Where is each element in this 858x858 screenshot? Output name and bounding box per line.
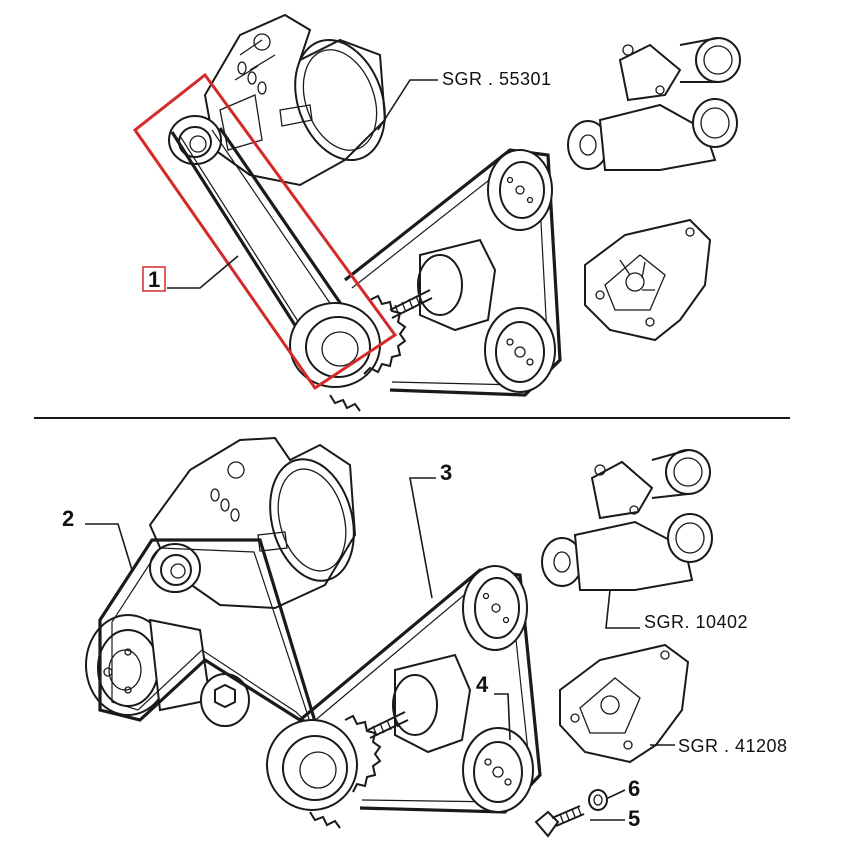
tensioner-bottom [367,653,472,754]
belt-1 [170,127,347,335]
callout-3[interactable]: 3 [409,460,452,599]
power-steering-pump-top [584,218,712,342]
crankshaft-pulley-bottom [266,714,382,829]
callout-5[interactable]: 5 [590,806,640,831]
alternator-pulley-bottom [149,543,201,593]
callout-4-number: 4 [476,672,489,697]
callout-3-number: 3 [440,460,452,485]
reference-sgr-55301[interactable]: SGR . 55301 [377,69,552,131]
washer-part-6 [588,789,608,811]
alternator-bottom [148,436,357,610]
crankshaft-pulley-top [289,294,407,412]
bottom-assembly: 2 3 4 5 6 SGR. 10402 [62,436,788,838]
reference-code: SGR . 41208 [678,736,788,756]
reference-code: SGR. 10402 [644,612,748,632]
water-pump-top [567,37,741,171]
bolt-part-5 [534,805,585,838]
callout-6[interactable]: 6 [607,776,640,801]
callout-6-number: 6 [628,776,640,801]
highlight-frame-part-1 [132,72,398,391]
reference-sgr-41208[interactable]: SGR . 41208 [650,736,788,756]
callout-1-number: 1 [148,267,160,292]
water-pump-bottom [541,449,713,591]
reference-code: SGR . 55301 [442,69,552,89]
reference-sgr-10402[interactable]: SGR. 10402 [605,589,748,632]
lower-pulley-top [484,307,556,393]
callout-5-number: 5 [628,806,640,831]
alternator-top [203,13,387,187]
callout-4[interactable]: 4 [476,672,511,741]
callout-1[interactable]: 1 [142,255,239,292]
callout-2-number: 2 [62,506,74,531]
small-idler-bottom [200,673,250,727]
top-assembly: 1 SGR . 55301 [132,13,741,412]
idler-pulley-bottom [462,565,528,651]
compressor-pulley-bottom [85,614,212,716]
power-steering-pump-bottom [559,643,690,764]
callout-2[interactable]: 2 [62,506,133,571]
idler-pulley-top [487,149,553,231]
tensioner-top [389,238,497,332]
belt-2 [98,538,324,744]
lower-pulley-bottom [462,727,534,813]
